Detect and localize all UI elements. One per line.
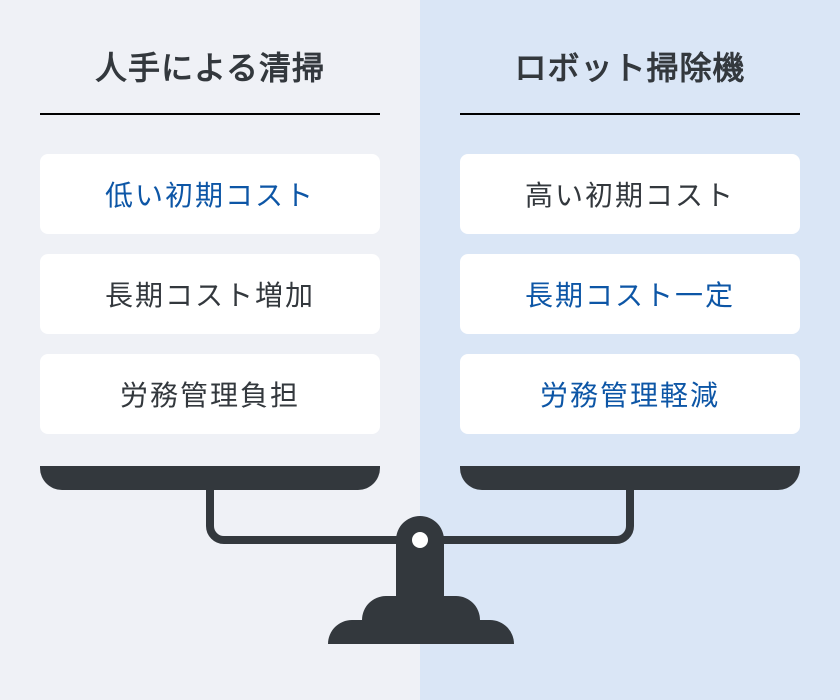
right-panel-background <box>420 0 840 700</box>
column-title: 人手による清掃 <box>94 49 326 87</box>
left-pan <box>40 466 380 490</box>
comparison-card: 長期コスト一定 <box>460 254 800 334</box>
comparison-card: 低い初期コスト <box>40 154 380 234</box>
title-divider <box>40 113 380 115</box>
post <box>396 516 444 598</box>
base-upper <box>362 596 480 620</box>
column-title: ロボット掃除機 <box>514 49 746 87</box>
comparison-card: 高い初期コスト <box>460 154 800 234</box>
right-pan <box>460 466 800 490</box>
comparison-card: 労務管理軽減 <box>460 354 800 434</box>
comparison-card: 長期コスト増加 <box>40 254 380 334</box>
comparison-card: 労務管理負担 <box>40 354 380 434</box>
pivot-hole <box>412 532 428 548</box>
left-panel-background <box>0 0 420 700</box>
title-divider <box>460 113 800 115</box>
base-lower <box>328 620 514 644</box>
